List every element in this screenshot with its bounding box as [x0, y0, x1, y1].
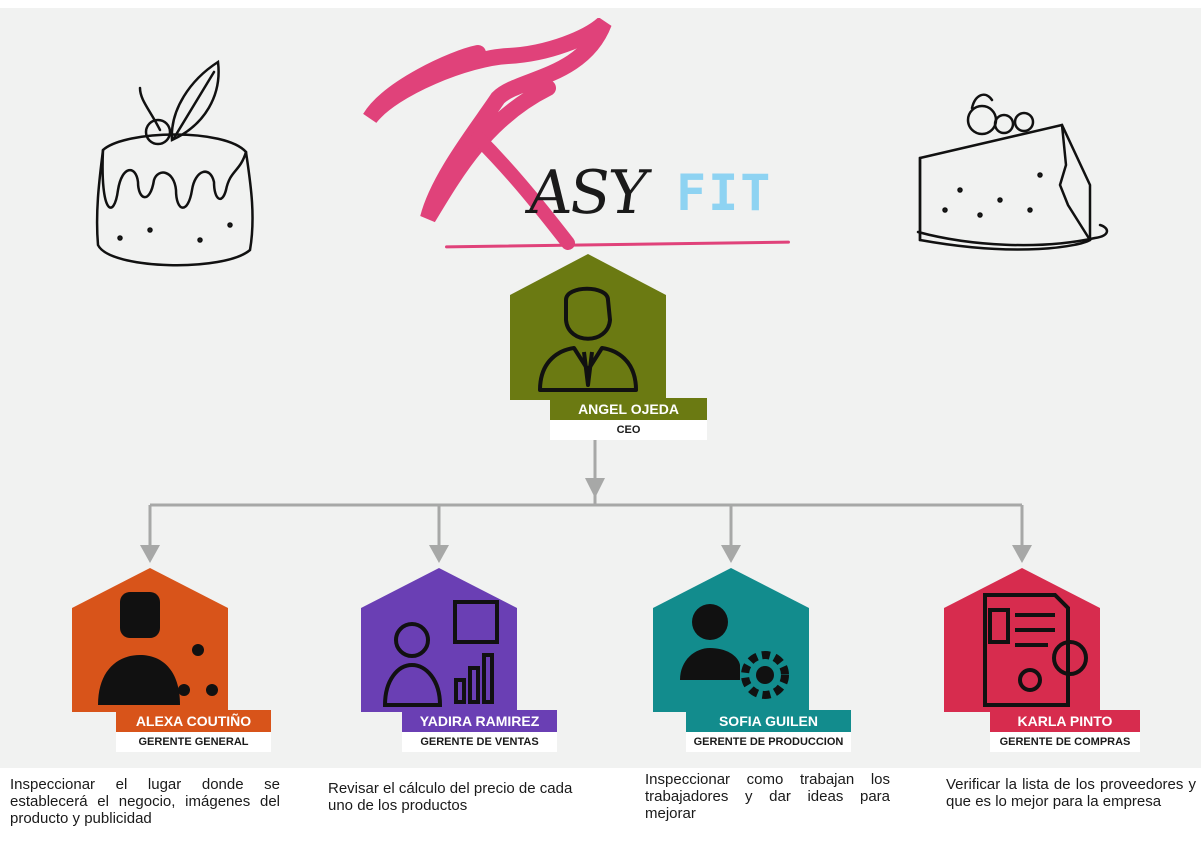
ceo-role-label: CEO — [550, 420, 707, 440]
logo-k-letter — [363, 18, 612, 250]
arrow-down-icon — [429, 545, 449, 563]
cake-icon — [95, 59, 254, 267]
arrow-down-icon — [585, 478, 605, 498]
manager-name-label: ALEXA COUTIÑO — [116, 710, 271, 732]
manager-description: Inspeccionar el lugar donde se establece… — [10, 776, 280, 827]
arrow-down-icon — [140, 545, 160, 563]
manager-team-icon — [98, 592, 218, 705]
manager-hexagon — [944, 568, 1100, 712]
ceo-name-label: ANGEL OJEDA — [550, 398, 707, 420]
purchase-document-icon — [983, 593, 1088, 707]
manager-name-label: SOFIA GUILEN — [686, 710, 851, 732]
manager-name-label: KARLA PINTO — [990, 710, 1140, 732]
manager-hexagon — [653, 568, 809, 712]
arrow-down-icon — [721, 545, 741, 563]
manager-role-label: GERENTE GENERAL — [116, 732, 271, 752]
manager-node-2 — [361, 568, 517, 712]
manager-description: Inspeccionar como trabajan los trabajado… — [645, 771, 890, 822]
manager-node-1 — [72, 568, 228, 712]
manager-role-label: GERENTE DE COMPRAS — [990, 732, 1140, 752]
manager-role-label: GERENTE DE VENTAS — [402, 732, 557, 752]
production-gear-icon — [680, 604, 789, 699]
manager-description: Verificar la lista de los proveedores y … — [946, 776, 1196, 810]
logo-fit-text: FIT — [676, 164, 773, 222]
cheesecake-icon — [916, 93, 1109, 251]
ceo-node — [510, 254, 666, 400]
manager-role-label: GERENTE DE PRODUCCION — [686, 732, 851, 752]
manager-name-label: YADIRA RAMIREZ — [402, 710, 557, 732]
businessman-icon — [538, 286, 638, 392]
manager-description: Revisar el cálculo del precio de cada un… — [328, 780, 573, 814]
sales-chart-icon — [382, 600, 499, 707]
arrow-down-icon — [1012, 545, 1032, 563]
manager-node-4 — [944, 568, 1100, 712]
manager-node-3 — [653, 568, 809, 712]
